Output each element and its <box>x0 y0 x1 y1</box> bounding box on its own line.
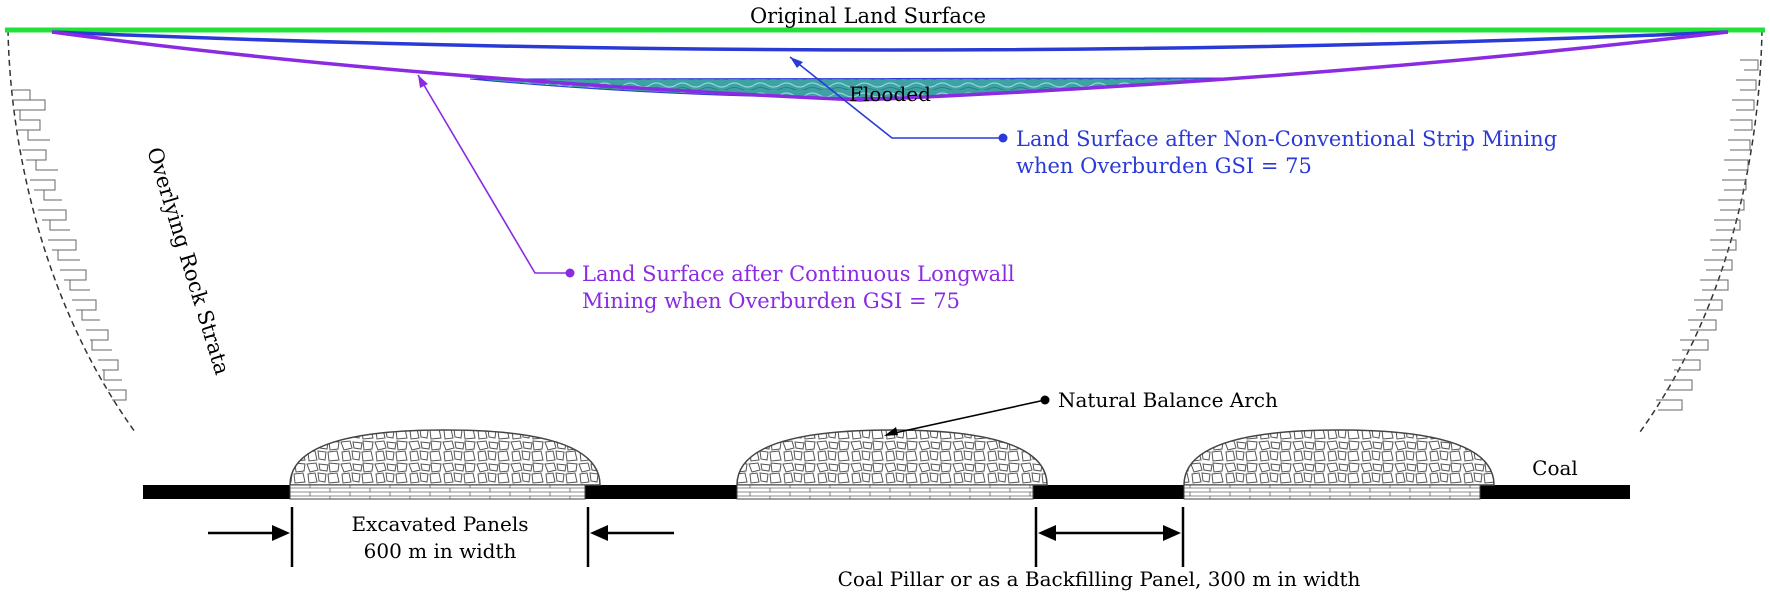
excavated-panel-1 <box>289 429 601 500</box>
pillar-label: Coal Pillar or as a Backfilling Panel, 3… <box>838 567 1361 591</box>
excavated-width-dimension <box>208 507 674 567</box>
flooded-label: Flooded <box>849 82 931 106</box>
left-strata-boundary <box>7 29 136 433</box>
right-rock-strata-texture <box>1656 59 1759 411</box>
strip-mining-label-line1: Land Surface after Non-Conventional Stri… <box>1016 127 1557 151</box>
right-strata-boundary <box>1639 29 1763 433</box>
strip-mining-surface-line <box>51 30 1729 52</box>
balance-arch-label: Natural Balance Arch <box>1058 388 1278 412</box>
coal-label: Coal <box>1532 456 1578 480</box>
longwall-leader <box>417 74 575 278</box>
excavated-label-line1: Excavated Panels <box>351 512 528 536</box>
longwall-label-line2: Mining when Overburden GSI = 75 <box>582 289 960 313</box>
overlying-strata-label: Overlying Rock Strata <box>142 144 234 377</box>
pillar-width-dimension <box>1034 507 1185 567</box>
left-rock-strata-texture <box>12 89 127 401</box>
excavated-panel-3 <box>1183 429 1495 500</box>
excavated-panel-2 <box>736 429 1048 500</box>
longwall-label-line1: Land Surface after Continuous Longwall <box>582 262 1015 286</box>
excavated-label-line2: 600 m in width <box>364 539 517 563</box>
strip-mining-label-line2: when Overburden GSI = 75 <box>1016 154 1312 178</box>
strip-mining-leader <box>789 56 1008 143</box>
longwall-surface-line <box>51 30 1729 102</box>
original-surface-label: Original Land Surface <box>750 4 986 28</box>
balance-arch-leader <box>884 395 1050 436</box>
